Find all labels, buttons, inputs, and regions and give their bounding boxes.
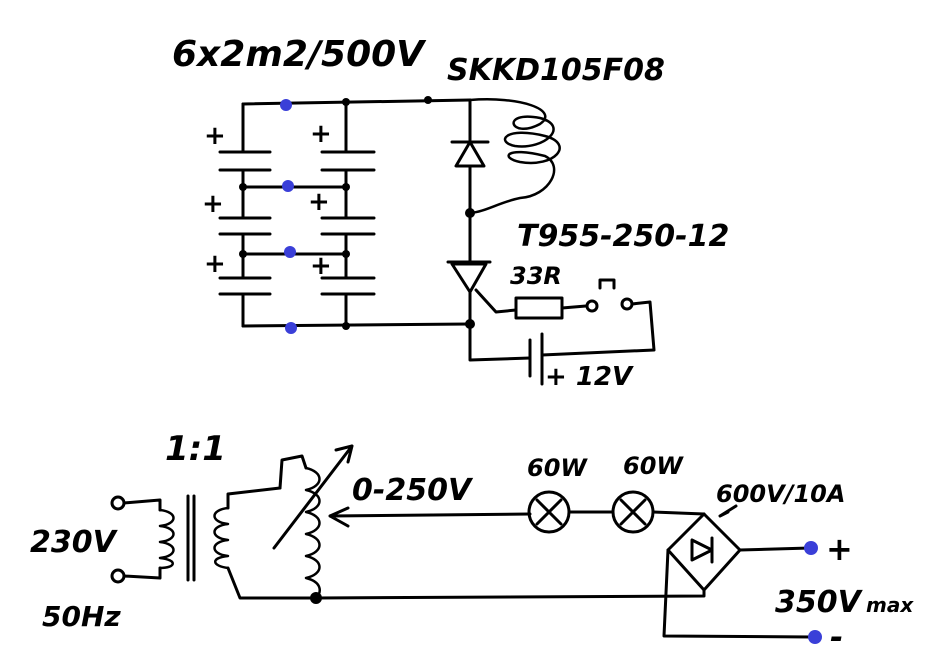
wire xyxy=(226,566,318,600)
junction-dot xyxy=(239,183,247,191)
mains-frequency-label: 50Hz xyxy=(42,600,121,633)
coil-symbol xyxy=(468,98,561,215)
lamp1-label: 60W xyxy=(527,454,588,482)
wire xyxy=(468,322,532,362)
switch-contact xyxy=(585,299,599,313)
wire xyxy=(226,486,282,510)
transformer-core xyxy=(186,494,196,582)
variac xyxy=(272,444,532,604)
wire xyxy=(314,588,706,600)
output-terminal-plus xyxy=(804,541,818,555)
lamp xyxy=(527,490,571,534)
thyristor-symbol xyxy=(446,260,492,294)
wire xyxy=(122,566,162,580)
cap-plus-sign: + xyxy=(204,121,226,151)
wire xyxy=(662,548,814,639)
gate-circuit xyxy=(468,278,656,386)
mains-voltage-label: 230V xyxy=(30,525,119,560)
output-plus-sign: + xyxy=(826,530,853,568)
diode-label: SKKD105F08 xyxy=(447,53,665,88)
mains-terminal xyxy=(110,568,126,584)
terminal-dot xyxy=(285,322,297,334)
bridge-pointer xyxy=(718,504,738,518)
capacitor-bank-label: 6x2m2/500V xyxy=(172,34,427,75)
resistor-label: 33R xyxy=(510,262,562,290)
wire xyxy=(540,300,656,357)
bottom-rail-wire xyxy=(241,322,472,328)
output-max-label: 350V xyxy=(775,585,864,620)
transformer-ratio-label: 1:1 xyxy=(165,429,226,469)
wire xyxy=(738,546,812,552)
switch-button xyxy=(598,278,616,290)
cap-plus-sign: + xyxy=(202,189,224,219)
terminal-dot xyxy=(284,246,296,258)
cap-plus-sign: + xyxy=(204,249,226,279)
battery-label: + 12V xyxy=(545,362,634,392)
lamp xyxy=(611,490,655,534)
junction-dot xyxy=(342,322,350,330)
cap-plus-sign: + xyxy=(310,119,332,149)
mains-terminal xyxy=(110,495,126,511)
junction-dot xyxy=(342,250,350,258)
gate-wire xyxy=(474,288,518,314)
thyristor xyxy=(446,211,518,329)
thyristor-label: T955-250-12 xyxy=(517,219,729,254)
capacitor xyxy=(320,150,376,296)
junction-dot xyxy=(342,98,350,106)
primary-winding xyxy=(158,508,175,570)
lamp2-label: 60W xyxy=(623,452,684,480)
capacitor-bank: + + + + + + xyxy=(202,96,472,334)
secondary-winding xyxy=(213,506,230,570)
variac-winding xyxy=(304,466,321,600)
wire xyxy=(651,510,706,516)
wiper-wire xyxy=(328,506,532,528)
variac-adjust-arrow xyxy=(272,444,354,550)
diode-symbol xyxy=(690,536,714,564)
terminal-dot xyxy=(282,180,294,192)
cap-plus-sign: + xyxy=(310,251,332,281)
junction-dot xyxy=(239,250,247,258)
bridge-symbol xyxy=(666,512,742,592)
wire xyxy=(122,498,162,512)
terminal-dot xyxy=(280,99,292,111)
cap-plus-sign: + xyxy=(308,187,330,217)
output-minus-sign: - xyxy=(830,618,843,656)
isolation-transformer xyxy=(110,486,318,600)
diode-symbol xyxy=(450,140,490,168)
bridge-label: 600V/10A xyxy=(716,480,845,508)
capacitor xyxy=(218,150,272,296)
resistor-symbol xyxy=(514,296,564,320)
junction-dot xyxy=(424,96,432,104)
output-max-suffix: max xyxy=(866,593,914,617)
diode-and-coil xyxy=(450,98,561,218)
wire xyxy=(560,304,588,310)
junction-dot xyxy=(342,183,350,191)
cross-link-wire xyxy=(241,185,348,256)
output-terminal-minus xyxy=(808,630,822,644)
top-rail-wire xyxy=(241,98,472,106)
wire xyxy=(278,454,308,490)
battery-symbol xyxy=(528,332,544,386)
variac-range-label: 0-250V xyxy=(352,473,474,508)
bridge-rectifier xyxy=(314,504,822,644)
